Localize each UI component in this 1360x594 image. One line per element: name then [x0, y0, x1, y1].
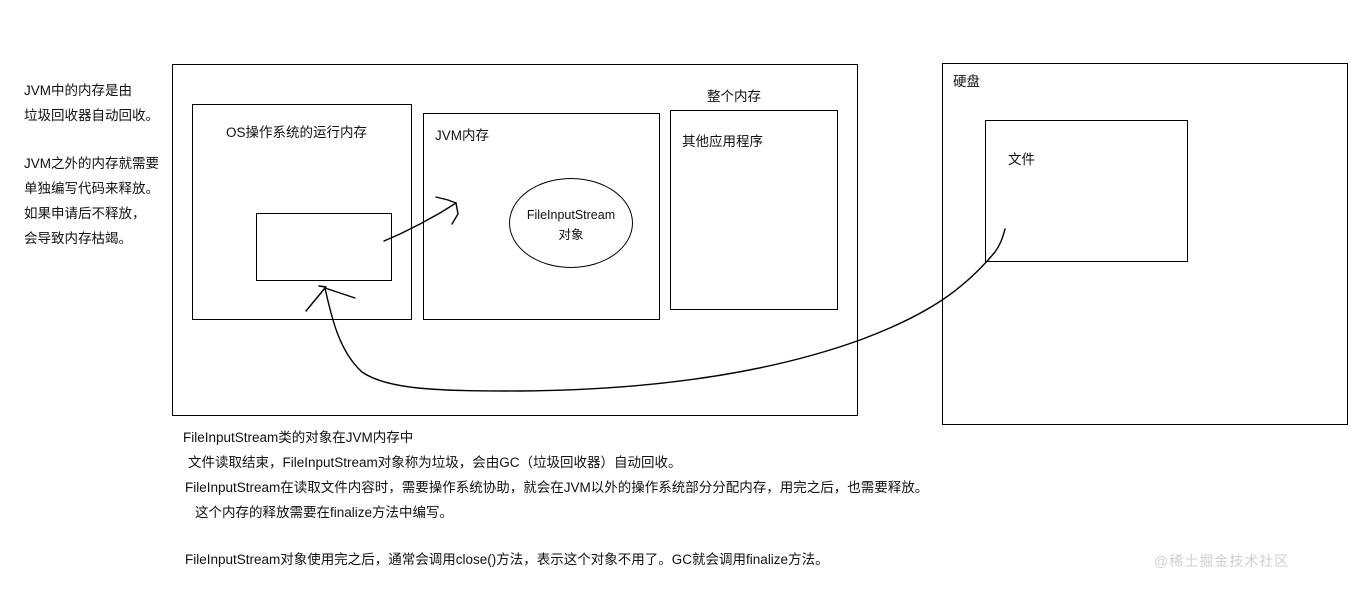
other-applications-label: 其他应用程序 [682, 134, 763, 149]
note-paragraph-1: JVM中的内存是由 垃圾回收器自动回收。 [24, 78, 184, 128]
explanation-line: 这个内存的释放需要在finalize方法中编写。 [195, 505, 454, 520]
os-allocated-memory-block [256, 213, 392, 281]
jvm-memory-label: JVM内存 [435, 128, 489, 143]
fis-object-class-label: FileInputStream [526, 208, 616, 222]
note-gap [24, 128, 184, 151]
note-line: JVM中的内存是由 [24, 83, 132, 98]
note-line: 会导致内存枯竭。 [24, 231, 132, 246]
note-line: 单独编写代码来释放。 [24, 181, 159, 196]
explanation-line: FileInputStream类的对象在JVM内存中 [183, 430, 414, 445]
watermark: @稀土掘金技术社区 [1154, 553, 1290, 569]
note-line: JVM之外的内存就需要 [24, 156, 159, 171]
fileinputstream-object-ellipse: FileInputStream 对象 [509, 178, 633, 268]
hard-disk-label: 硬盘 [953, 74, 980, 89]
explanation-gap [183, 525, 928, 547]
note-paragraph-2: JVM之外的内存就需要 单独编写代码来释放。 如果申请后不释放， 会导致内存枯竭… [24, 151, 184, 251]
left-annotation-notes: JVM中的内存是由 垃圾回收器自动回收。 JVM之外的内存就需要 单独编写代码来… [24, 78, 184, 251]
whole-memory-label: 整个内存 [707, 89, 761, 104]
explanation-line: FileInputStream对象使用完之后，通常会调用close()方法，表示… [185, 552, 829, 567]
bottom-explanation-text: FileInputStream类的对象在JVM内存中 文件读取结束，FileIn… [183, 425, 928, 572]
explanation-line: FileInputStream在读取文件内容时，需要操作系统协助，就会在JVM以… [185, 480, 929, 495]
explanation-line: 文件读取结束，FileInputStream对象称为垃圾，会由GC（垃圾回收器）… [188, 455, 682, 470]
os-memory-label: OS操作系统的运行内存 [226, 125, 368, 140]
fis-object-kind-label: 对象 [558, 228, 584, 242]
file-label: 文件 [1008, 152, 1035, 167]
file-box [985, 120, 1188, 262]
note-line: 垃圾回收器自动回收。 [24, 108, 159, 123]
note-line: 如果申请后不释放， [24, 206, 146, 221]
